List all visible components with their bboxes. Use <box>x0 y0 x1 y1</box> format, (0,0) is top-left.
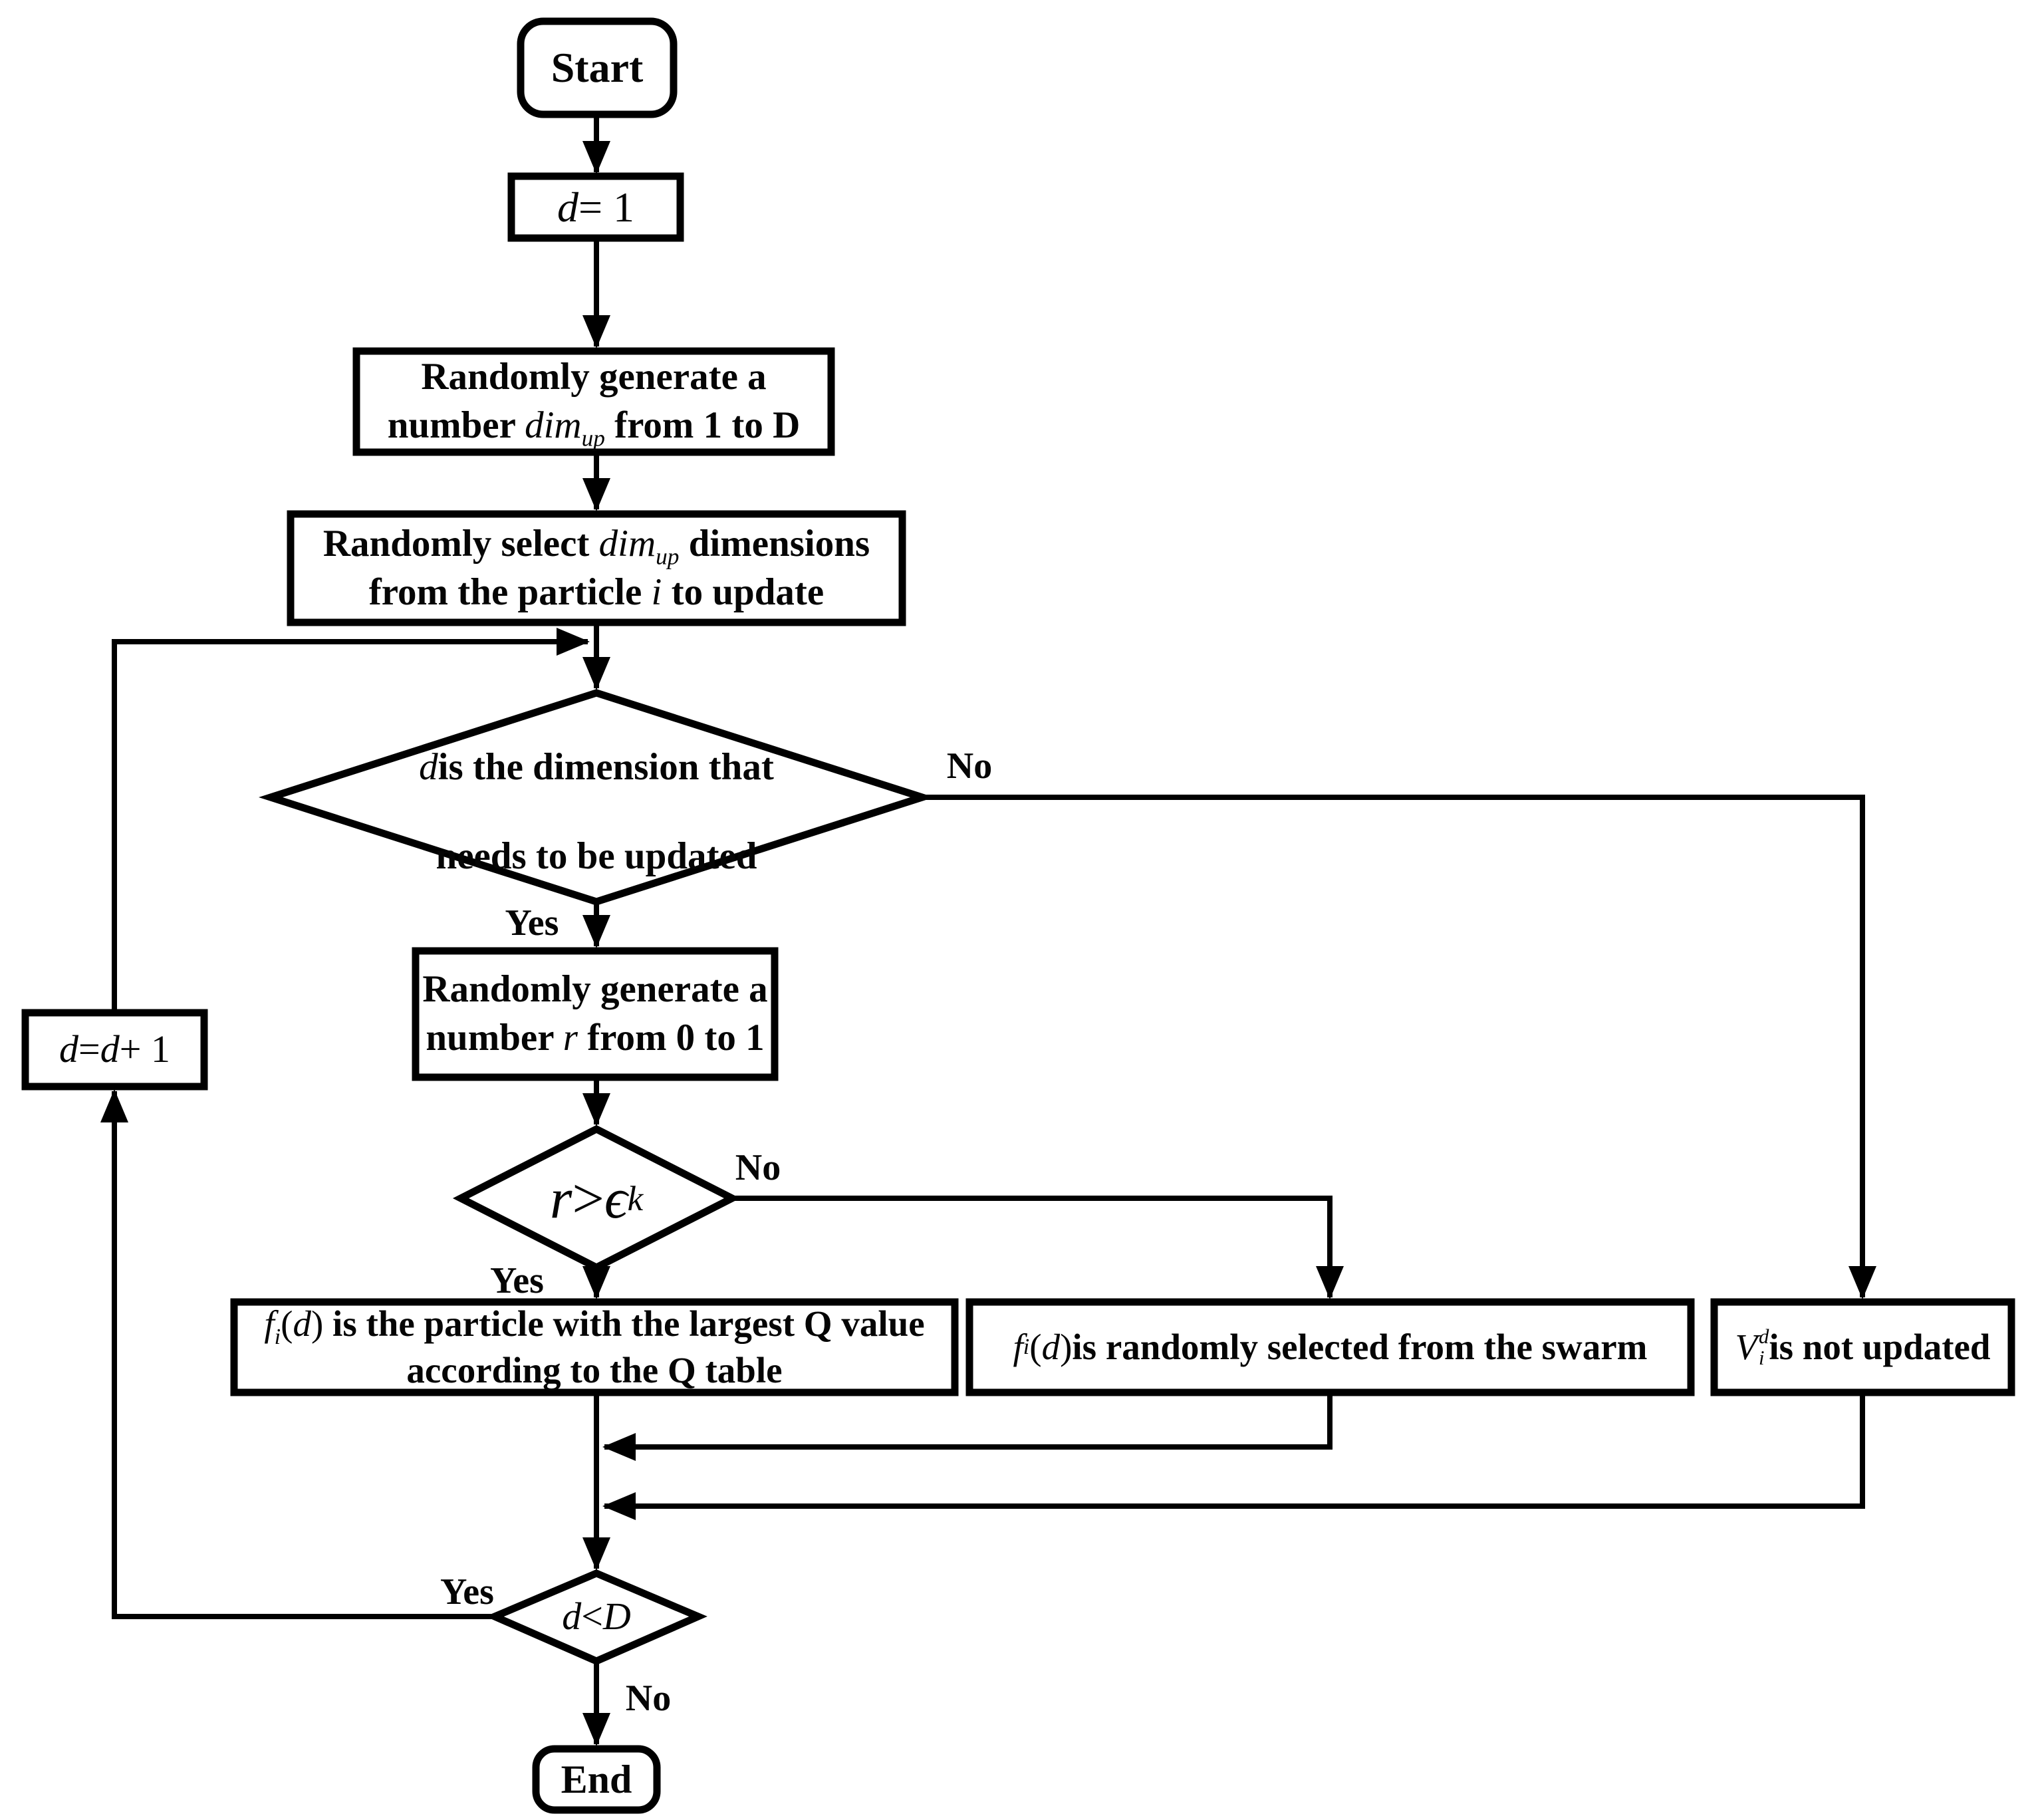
dim-check-no-label: No <box>946 745 993 787</box>
d-check-diamond-shape <box>485 1569 707 1666</box>
sel-dim-box-shape <box>287 510 906 626</box>
loop-yes-label: Yes <box>440 1571 494 1613</box>
dim-check-yes-label: Yes <box>505 902 559 944</box>
init-d-box-shape <box>507 172 684 242</box>
gen-dim-box-shape <box>352 347 835 456</box>
largest-q-label-line2: according to the Q table <box>406 1350 783 1390</box>
arrow-incr-to-junction <box>112 628 590 1013</box>
sel-dim-label-line1: Randomly select dimup dimensions <box>322 522 870 569</box>
sel-dim-label-line2: from the particle i to update <box>368 571 825 613</box>
gen-dim-label-line1: Randomly generate a <box>421 356 767 398</box>
d-check-label: d < D <box>562 1594 631 1638</box>
not-updated-box-shape <box>1710 1298 2015 1396</box>
dim-check-label-line1: d is the dimension that <box>419 745 774 788</box>
eps-check-no-label: No <box>735 1147 781 1189</box>
incr-d-box-shape <box>21 1009 208 1091</box>
gen-r-label-line2: number r from 0 to 1 <box>426 1017 765 1059</box>
arrow-notupdated-merge <box>602 1392 1865 1520</box>
dim-check-diamond-shape <box>258 689 935 906</box>
largest-q-label-line1: fi(d) is the particle with the largest Q… <box>264 1303 925 1349</box>
start-terminator-shape <box>517 17 678 118</box>
end-node-label: End <box>561 1757 632 1801</box>
incr-d-label: d = d + 1 <box>59 1027 170 1071</box>
end-terminator-shape <box>532 1745 661 1814</box>
gen-dim-label-line2: number dimup from 1 to D <box>387 404 801 452</box>
gen-r-label-line1: Randomly generate a <box>422 968 768 1011</box>
end-no-label: No <box>625 1678 672 1720</box>
eps-check-diamond-shape <box>452 1124 741 1272</box>
gen-r-box-shape <box>412 947 779 1081</box>
random-swarm-box-shape <box>965 1298 1695 1396</box>
largest-q-box-shape <box>230 1298 959 1396</box>
arrow-swarm-merge <box>602 1392 1333 1461</box>
init-d-label: d = 1 <box>557 183 635 231</box>
arrow-dimcheck-no <box>922 795 1876 1299</box>
start-node-label: Start <box>551 44 644 92</box>
eps-check-yes-label: Yes <box>490 1260 544 1302</box>
dim-check-label-line2: needs to be updated <box>436 835 757 877</box>
arrow-epscheck-no <box>732 1196 1344 1299</box>
arrow-dcheck-yes-loop <box>100 1089 495 1619</box>
